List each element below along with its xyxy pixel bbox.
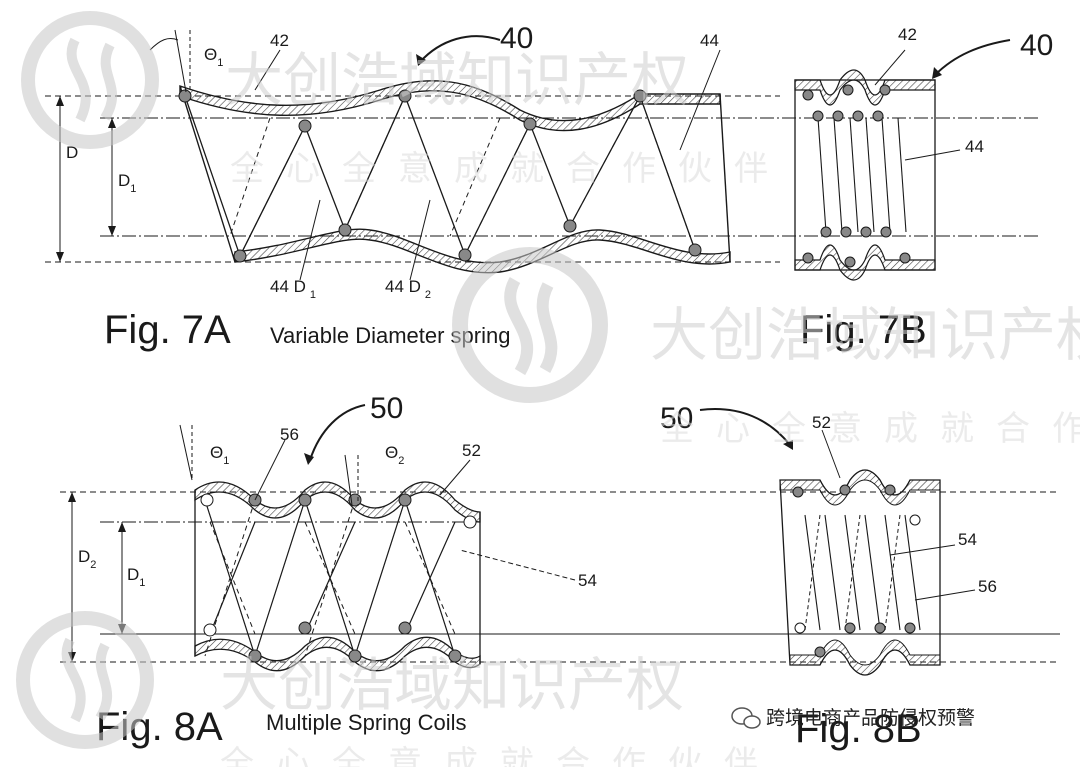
label-7a-theta: Θ1 bbox=[204, 45, 223, 69]
arrow-50 bbox=[309, 404, 366, 461]
sleeve-left-edge bbox=[179, 85, 236, 263]
leader-52-8b bbox=[821, 429, 841, 479]
arrow-50-8b-head bbox=[783, 440, 793, 450]
label-8a-dim-outer: D2 bbox=[78, 547, 96, 571]
fig-7a bbox=[45, 29, 1040, 281]
watermark-slogan-3: 全心全意成就合作伙伴 bbox=[220, 744, 780, 767]
spring-8b-coils bbox=[804, 514, 921, 631]
label-8a-52: 52 bbox=[462, 441, 481, 460]
fig-8a-caption: Multiple Spring Coils bbox=[266, 710, 467, 735]
leader-56-8b bbox=[914, 589, 976, 601]
wechat-account-name: 跨境电商产品防侵权预警 bbox=[766, 707, 975, 729]
sleeve-8b-bottom bbox=[789, 639, 941, 676]
sleeve-8b-outline bbox=[779, 469, 941, 676]
leader-56 bbox=[254, 439, 286, 501]
leader-44-7b bbox=[904, 149, 961, 161]
sleeve-right-edge bbox=[719, 93, 731, 263]
label-7a-dim-outer: D bbox=[66, 143, 78, 162]
spring-8b-hidden bbox=[804, 514, 901, 631]
fig-7a-caption: Variable Diameter spring bbox=[270, 323, 510, 348]
coil-sections-7b bbox=[802, 84, 911, 268]
sleeve-top-folds bbox=[794, 69, 936, 106]
label-7a-40: 40 bbox=[500, 22, 533, 55]
leader-44d1 bbox=[299, 199, 321, 281]
coil-sections-8b bbox=[792, 484, 921, 658]
spring-coils-compressed bbox=[817, 117, 907, 233]
leader-42 bbox=[254, 49, 281, 91]
label-8b-50: 50 bbox=[660, 402, 693, 435]
angle-arrow bbox=[149, 37, 179, 51]
wechat-icon bbox=[731, 707, 761, 729]
leader-44 bbox=[679, 49, 721, 151]
watermark-logo-1 bbox=[21, 11, 159, 149]
watermark-company-3: 大创浩域知识产权 bbox=[220, 651, 684, 719]
spring-hidden-coils bbox=[229, 95, 696, 257]
watermark-slogan-1: 全心全意成就合作伙伴 bbox=[230, 149, 790, 189]
label-8a-theta1: Θ1 bbox=[210, 443, 229, 467]
arrow-40 bbox=[419, 35, 501, 63]
watermark: 大创浩域知识产权 全心全意成就合作伙伴 大创浩域知识产权 全心全意成就合作伙伴 … bbox=[16, 11, 1080, 772]
arrow-40-head bbox=[416, 54, 426, 66]
sleeve-8b-top bbox=[779, 469, 941, 506]
watermark-slogan-2: 全心全意成就合作伙伴 bbox=[660, 409, 1080, 449]
label-7b-40: 40 bbox=[1020, 29, 1053, 62]
sleeve-top-8 bbox=[194, 481, 481, 523]
arrow-50-8b bbox=[699, 408, 791, 446]
watermark-logo-3 bbox=[16, 611, 154, 749]
label-8a-56: 56 bbox=[280, 425, 299, 444]
fig-7b bbox=[794, 39, 1011, 281]
label-8a-dim-inner: D1 bbox=[127, 565, 145, 589]
leader-54 bbox=[459, 549, 576, 581]
label-8a-theta2: Θ2 bbox=[385, 443, 404, 467]
label-7a-42: 42 bbox=[270, 31, 289, 50]
coil-sections-8a bbox=[200, 493, 477, 663]
leader-52 bbox=[439, 459, 471, 496]
wechat-caption: 跨境电商产品防侵权预警 bbox=[731, 707, 975, 729]
label-8b-52: 52 bbox=[812, 413, 831, 432]
angle1-line-a bbox=[179, 424, 193, 481]
leader-54-8b bbox=[889, 544, 956, 556]
label-8a-54: 54 bbox=[578, 571, 597, 590]
label-7b-42: 42 bbox=[898, 25, 917, 44]
label-8b-54: 54 bbox=[958, 530, 977, 549]
fig-8b-title: Fig. 8B bbox=[795, 707, 922, 751]
arrow-50-head bbox=[304, 453, 314, 465]
angle-line-a bbox=[174, 29, 187, 93]
leader-42-7b bbox=[874, 49, 906, 86]
arrow-40-7b-head bbox=[932, 67, 942, 79]
label-8a-50: 50 bbox=[370, 392, 403, 425]
fig-8a bbox=[60, 404, 1060, 672]
angle2-line-a bbox=[344, 454, 353, 506]
coil-sections bbox=[178, 89, 702, 263]
label-7a-dim-inner: D1 bbox=[118, 171, 136, 195]
label-7a-44: 44 bbox=[700, 31, 719, 50]
label-8b-56: 56 bbox=[978, 577, 997, 596]
watermark-company-1: 大创浩域知识产权 bbox=[225, 46, 689, 114]
sleeve-body bbox=[794, 79, 936, 271]
watermark-logo-2 bbox=[452, 247, 608, 403]
arrow-40-7b bbox=[934, 39, 1011, 76]
watermark-company-2: 大创浩域知识产权 bbox=[650, 301, 1080, 369]
leader-44d2 bbox=[409, 199, 431, 281]
spring-inner-coils bbox=[204, 499, 456, 657]
label-7b-44: 44 bbox=[965, 137, 984, 156]
fig-7a-title: Fig. 7A bbox=[104, 308, 231, 352]
fig-7b-title: Fig. 7B bbox=[800, 308, 927, 352]
fig-8b bbox=[699, 408, 976, 676]
sleeve-bottom-folds bbox=[794, 244, 936, 281]
